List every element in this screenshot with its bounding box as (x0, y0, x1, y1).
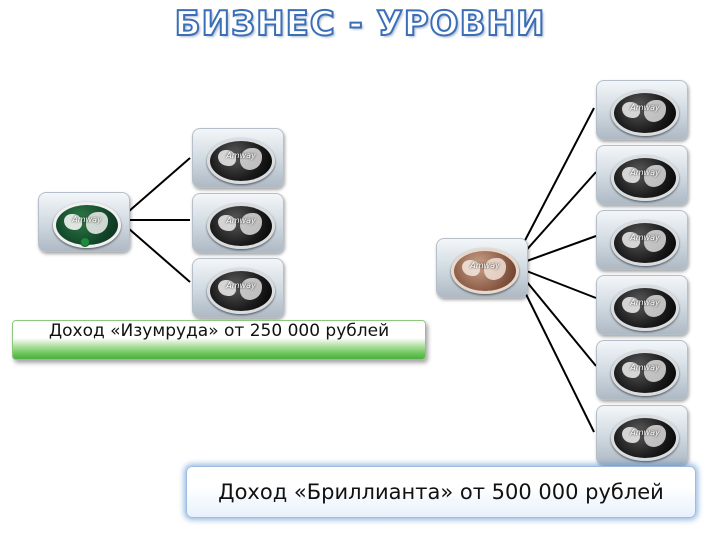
amway-globe-icon: Amway (611, 350, 679, 396)
brand-label: Amway (226, 216, 256, 225)
emerald-child-tile: Amway (192, 128, 284, 188)
connector-line (127, 227, 191, 283)
connector-line (519, 107, 595, 251)
connector-line (519, 281, 595, 433)
brand-label: Amway (226, 281, 256, 290)
brand-label: Amway (630, 233, 660, 242)
amway-globe-icon: Amway (207, 203, 275, 249)
connector-line (521, 171, 597, 256)
amway-globe-icon: Amway (611, 155, 679, 201)
brand-label: Amway (630, 168, 660, 177)
brand-label: Amway (470, 261, 500, 270)
brand-label: Amway (630, 103, 660, 112)
diamond-child-tile: Amway (596, 340, 688, 400)
amway-globe-icon: Amway (611, 415, 679, 461)
diamond-child-tile: Amway (596, 405, 688, 465)
brand-label: Amway (630, 428, 660, 437)
emerald-child-tile: Amway (192, 258, 284, 318)
diamond-child-tile: Amway (596, 145, 688, 205)
connector-line (523, 269, 597, 299)
page-title: БИЗНЕС - УРОВНИ (174, 3, 546, 45)
diamond-parent-tile: Amway (436, 238, 528, 298)
brand-label: Amway (630, 298, 660, 307)
emerald-child-tile: Amway (192, 193, 284, 253)
connector-line (521, 275, 597, 367)
diamond-child-tile: Amway (596, 80, 688, 140)
diamond-income-label: Доход «Бриллианта» от 500 000 рублей (186, 466, 696, 518)
amway-globe-icon: Amway (611, 90, 679, 136)
amway-globe-icon: Amway (207, 138, 275, 184)
bronze-globe-icon: Amway (451, 248, 519, 294)
brand-label: Amway (226, 151, 256, 160)
connector-line (127, 157, 191, 213)
amway-globe-icon: Amway (207, 268, 275, 314)
connector-line (523, 235, 597, 263)
diamond-child-tile: Amway (596, 275, 688, 335)
amway-globe-icon: Amway (611, 220, 679, 266)
diamond-child-tile: Amway (596, 210, 688, 270)
emerald-pin-icon (80, 237, 90, 247)
brand-label: Amway (72, 215, 102, 224)
emerald-income-label: Доход «Изумруда» от 250 000 рублей (12, 320, 426, 360)
brand-label: Amway (630, 363, 660, 372)
amway-globe-icon: Amway (611, 285, 679, 331)
emerald-parent-tile: Amway (38, 192, 130, 252)
